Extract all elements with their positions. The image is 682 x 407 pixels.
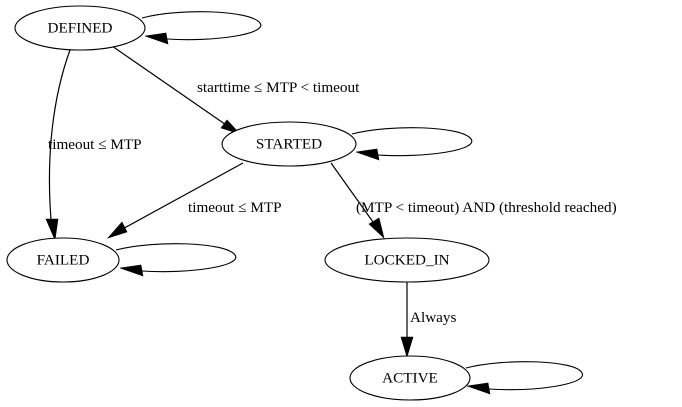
- started-to-locked-in-arrowhead: [368, 217, 385, 239]
- node-failed-label: FAILED: [37, 251, 90, 268]
- started-self-loop-path: [351, 127, 473, 157]
- node-locked-in[interactable]: LOCKED_IN: [324, 237, 490, 283]
- edge-started-to-failed: [107, 162, 244, 239]
- edge-label-defined-to-started: starttime ≤ MTP < timeout: [197, 79, 360, 96]
- started-to-failed-path: [116, 162, 244, 233]
- edge-started-to-locked-in: [330, 162, 385, 239]
- started-self-loop-arrowhead: [355, 148, 380, 161]
- node-defined-label: DEFINED: [48, 19, 113, 36]
- edge-label-started-to-failed: timeout ≤ MTP: [188, 199, 282, 216]
- defined-self-loop-arrowhead: [144, 32, 169, 45]
- failed-self-loop-arrowhead: [119, 264, 144, 277]
- active-self-loop-path: [465, 361, 583, 391]
- active-self-loop-arrowhead: [466, 382, 491, 395]
- node-failed-ellipse[interactable]: [6, 237, 120, 283]
- node-active[interactable]: ACTIVE: [349, 355, 471, 401]
- defined-to-failed-path: [48, 49, 71, 232]
- node-active-ellipse[interactable]: [349, 355, 471, 401]
- edge-label-started-to-locked-in: (MTP < timeout) AND (threshold reached): [356, 199, 617, 216]
- node-locked-in-label: LOCKED_IN: [364, 251, 449, 268]
- edge-defined-to-failed: [45, 49, 71, 242]
- edge-label-locked-in-to-active: Always: [410, 309, 456, 326]
- node-started-ellipse[interactable]: [221, 121, 357, 167]
- defined-to-failed-arrowhead: [45, 218, 59, 242]
- node-active-label: ACTIVE: [382, 369, 438, 386]
- node-locked-in-ellipse[interactable]: [324, 237, 490, 283]
- node-started-label: STARTED: [256, 135, 322, 152]
- failed-self-loop-path: [115, 243, 237, 273]
- locked-in-to-active-arrowhead: [400, 336, 414, 359]
- node-defined-ellipse[interactable]: [14, 5, 146, 51]
- edge-defined-self-loop: [141, 11, 262, 45]
- edge-started-self-loop: [351, 127, 473, 161]
- node-defined[interactable]: DEFINED: [14, 5, 146, 51]
- edge-label-defined-to-failed: timeout ≤ MTP: [48, 136, 142, 153]
- defined-to-started-path: [111, 45, 233, 130]
- started-to-locked-in-path: [330, 162, 379, 230]
- defined-self-loop-path: [141, 11, 262, 41]
- edge-failed-self-loop: [115, 243, 237, 277]
- node-started[interactable]: STARTED: [221, 121, 357, 167]
- edge-active-self-loop: [465, 361, 583, 395]
- started-to-failed-arrowhead: [107, 221, 128, 239]
- edge-locked-in-to-active: [400, 282, 414, 359]
- node-failed[interactable]: FAILED: [6, 237, 120, 283]
